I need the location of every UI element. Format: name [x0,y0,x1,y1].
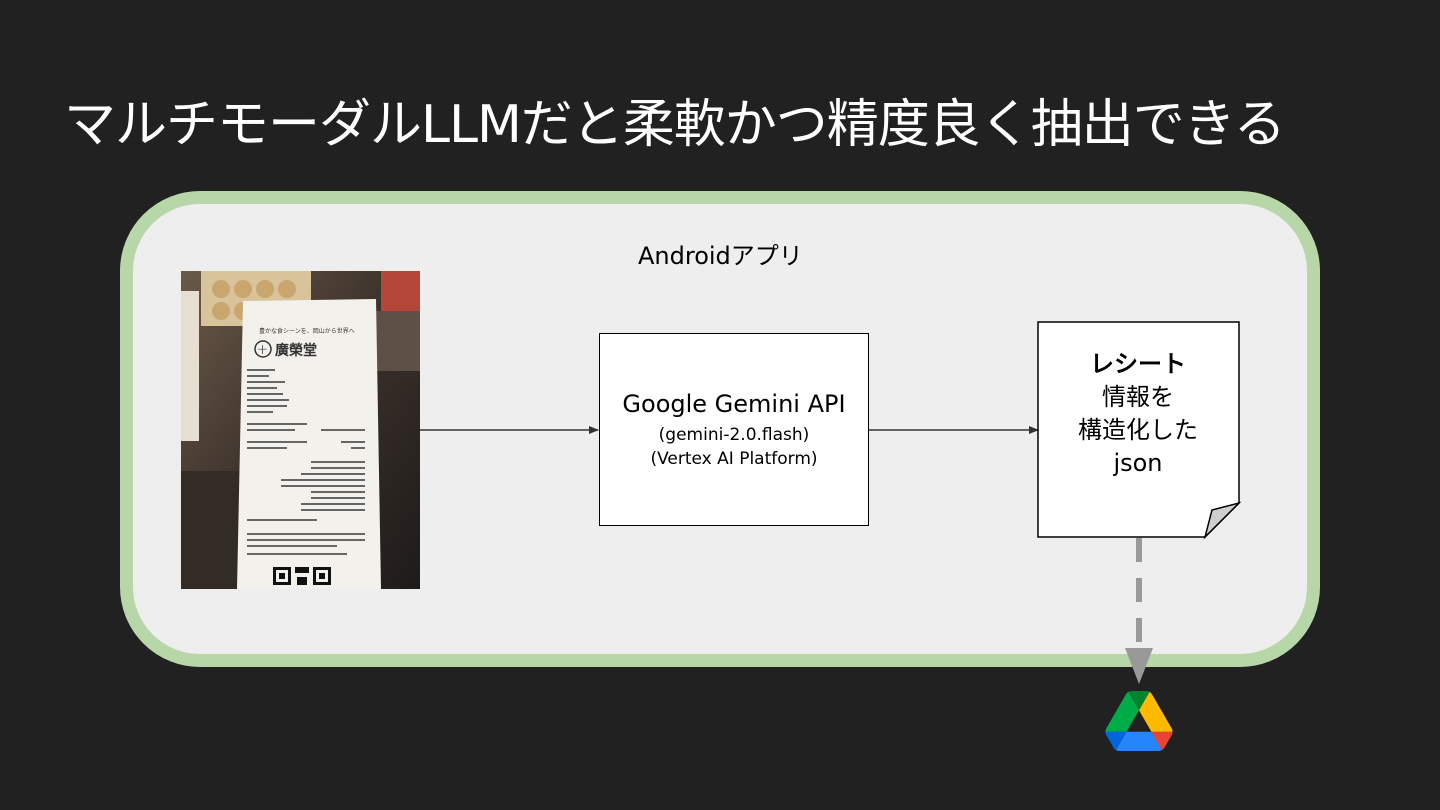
slide-title: マルチモーダルLLMだと柔軟かつ精度良く抽出できる [64,95,1286,155]
json-document-fold [1203,501,1242,540]
api-platform: (Vertex AI Platform) [650,448,818,469]
dashed-arrow-head [1125,648,1153,684]
android-app-label: Androidアプリ [638,242,803,270]
receipt-photo-graphic: 豊かな食シーンを、岡山から世界へ 十 廣榮堂 [181,271,420,589]
json-doc-line-3: 構造化した [1078,416,1198,444]
google-drive-icon [1105,691,1173,751]
svg-text:廣榮堂: 廣榮堂 [275,342,317,359]
svg-text:十: 十 [258,344,267,356]
svg-text:豊かな食シーンを、岡山から世界へ: 豊かな食シーンを、岡山から世界へ [259,327,355,335]
json-doc-line-4: json [1113,449,1163,477]
gemini-api-box: Google Gemini API (gemini-2.0.flash) (Ve… [599,333,869,526]
receipt-photo: 豊かな食シーンを、岡山から世界へ 十 廣榮堂 [181,271,420,589]
api-model: (gemini-2.0.flash) [658,424,810,445]
json-doc-line-2: 情報を [1102,383,1174,411]
json-doc-line-1: レシート [1090,350,1186,378]
api-name: Google Gemini API [622,389,846,418]
json-document-text: レシート 情報を 構造化した json [1040,348,1236,480]
